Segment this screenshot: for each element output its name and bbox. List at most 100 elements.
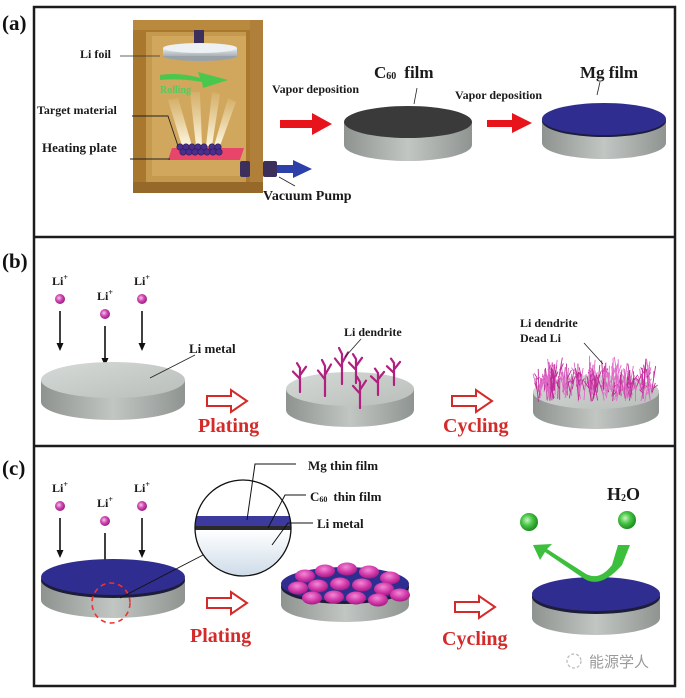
li-ion-label: Li+ [134, 480, 150, 495]
protected-li-disk [41, 559, 185, 618]
mg-thin-film-label: Mg thin film [308, 458, 378, 473]
zoom-region-marker [91, 582, 131, 624]
dead-li-strand [601, 390, 605, 401]
mg-film-leader [596, 81, 601, 96]
li-ion-label: Li+ [97, 288, 113, 303]
dead-li-strand [554, 373, 560, 396]
down-arrow-head-icon [138, 343, 146, 351]
water-molecule-left [520, 513, 538, 531]
dead-li-strand [612, 389, 617, 402]
dendrite-disk [286, 372, 414, 427]
rolling-label: Rolling [160, 85, 191, 96]
li-deposit [330, 577, 350, 591]
li-deposit [295, 569, 315, 583]
pump-pipe [263, 161, 277, 177]
dead-li-strand [539, 378, 546, 392]
water-molecule-right [618, 511, 636, 529]
dead-li-strand [568, 373, 573, 396]
target-material-leader [132, 115, 179, 147]
li-ions-group-b: Li+Li+Li+ [52, 273, 150, 366]
dead-li-strand [605, 372, 614, 399]
vapor-deposition-label-1: Vapor deposition [272, 82, 359, 96]
dead-li-strand [534, 377, 539, 402]
vapor-deposition-arrow-1-icon [280, 113, 332, 135]
dead-li-strand [614, 367, 618, 398]
dead-li-strand [556, 378, 561, 400]
dendrite [369, 367, 386, 397]
dead-li-strand [593, 372, 598, 387]
dendrite [351, 375, 368, 410]
li-foil [163, 43, 237, 61]
panel-a: (a) Rolling [2, 11, 666, 204]
dead-li-strand [592, 376, 600, 400]
mg-thin-film-leader [246, 463, 296, 521]
li-deposit [315, 564, 335, 578]
li-dendrite-label-2: Li dendrite [520, 316, 578, 330]
li-dendrites [291, 346, 402, 410]
target-material-beads [176, 143, 223, 156]
target-bead [179, 148, 187, 156]
down-arrow-head-icon [56, 550, 64, 558]
down-arrow-head-icon [101, 358, 109, 366]
li-dendrite-leader [344, 338, 362, 358]
target-bead [185, 148, 193, 156]
li-ion-label: Li+ [52, 480, 68, 495]
dendrite [347, 353, 364, 385]
figure-frame [32, 5, 677, 688]
dead-li-strand [618, 369, 623, 396]
li-metal-leader-c [271, 522, 313, 546]
dead-li-strand [570, 379, 575, 390]
plating-label-b: Plating [198, 415, 259, 437]
watermark: 能源学人 [566, 653, 649, 671]
mg-coated-disk [542, 103, 666, 159]
dendrite [316, 358, 333, 398]
dead-li-strand [551, 368, 558, 390]
down-arrow-head-icon [56, 343, 64, 351]
dendrite [333, 346, 350, 386]
dead-li-strand [644, 389, 649, 402]
li-ion-icon [55, 294, 65, 304]
mg-film-label: Mg film [580, 63, 638, 82]
li-foil-label: Li foil [80, 47, 112, 61]
dead-li-strand [651, 382, 658, 394]
panel-a-label: (a) [2, 11, 27, 35]
li-deposit [308, 579, 328, 593]
li-ions-group-c: Li+Li+Li+ [52, 480, 150, 573]
zoom-leader [119, 553, 206, 599]
dead-li-strand [627, 363, 633, 396]
li-deposit [390, 588, 410, 602]
li-deposit [368, 593, 388, 607]
li-deposit [337, 562, 357, 576]
dead-li-strand [626, 385, 631, 399]
c60-thin-film-leader [267, 494, 306, 529]
dead-li-leader [583, 342, 604, 365]
vacuum-pump-leader [278, 176, 296, 187]
dendrite [385, 357, 402, 387]
li-deposit [374, 582, 394, 596]
cycling-arrow-icon-c [454, 594, 497, 620]
cycling-label-b: Cycling [443, 415, 509, 437]
dead-li-strand [635, 382, 638, 402]
vapor-beams [168, 92, 236, 146]
panel-b-label: (b) [2, 249, 28, 273]
dead-li-strand [645, 375, 652, 390]
target-bead [215, 148, 223, 156]
li-deposit [359, 565, 379, 579]
li-metal-disk [41, 362, 185, 420]
uniform-li-deposits [288, 562, 410, 607]
dead-li-strand [583, 373, 591, 401]
rolling-arrow-icon [160, 72, 228, 88]
panel-c-label: (c) [2, 456, 25, 480]
li-deposit [324, 590, 344, 604]
panel-b: (b) Li+Li+Li+ Li metal Plating Li dendri… [2, 249, 659, 437]
pump-connector [240, 161, 250, 177]
dead-li-strand [612, 357, 619, 390]
li-dendrite-label: Li dendrite [344, 325, 402, 339]
li-ion-label: Li+ [134, 273, 150, 288]
vacuum-pump-label: Vacuum Pump [263, 189, 352, 204]
cycling-label-c: Cycling [442, 628, 508, 650]
dead-li-strand [596, 364, 602, 393]
dead-li-strand [576, 378, 583, 400]
watermark-text: 能源学人 [589, 653, 649, 671]
